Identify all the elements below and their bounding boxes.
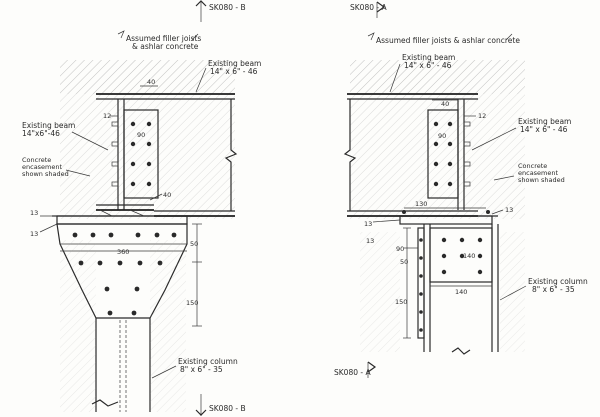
right-dim-50: 50 bbox=[400, 258, 408, 266]
left-beam-left-label-2: 14"x6"-46 bbox=[22, 129, 60, 138]
right-beam-right-label-2: 14" x 6" - 46 bbox=[520, 125, 568, 134]
left-beam-top-label-2: 14" x 6" - 46 bbox=[210, 67, 258, 76]
left-dim-360: 360 bbox=[117, 248, 129, 256]
left-dim-50: 50 bbox=[190, 240, 198, 248]
right-dim-12: 12 bbox=[478, 112, 486, 120]
left-column-label: Existing column 8" x 6" - 35 bbox=[151, 357, 238, 379]
right-dim-150: 150 bbox=[395, 298, 407, 306]
left-filler-note-line2: & ashlar concrete bbox=[132, 42, 199, 51]
right-concrete-label-2: encasement bbox=[518, 169, 559, 177]
right-dim-140-h: 140 bbox=[455, 288, 467, 296]
right-section-label-top: SK080 - A bbox=[350, 3, 387, 12]
right-column-label-2: 8" x 6" - 35 bbox=[532, 285, 575, 294]
left-section-marker-bottom: SK080 - B bbox=[195, 394, 246, 416]
right-concrete-label: Concrete encasement shown shaded bbox=[493, 162, 565, 184]
left-column-label-2: 8" x 6" - 35 bbox=[180, 365, 223, 374]
left-column-hatch-right bbox=[150, 240, 186, 412]
right-dim-140-v: 140 bbox=[463, 252, 475, 260]
right-section-label-bottom: SK080 - A bbox=[334, 368, 371, 377]
left-filler-note-line1: Assumed filler joists bbox=[126, 34, 201, 43]
left-dim-13b: 13 bbox=[30, 230, 38, 238]
left-beam-left-label: Existing beam 14"x6"-46 bbox=[22, 121, 109, 151]
left-section-view: SK080 - B Assumed filler joists & ashlar… bbox=[22, 0, 261, 416]
right-section-view: SK080 - A Assumed filler joists & ashlar… bbox=[334, 1, 588, 378]
left-section-label-top: SK080 - B bbox=[209, 3, 246, 12]
left-dim-40-top: 40 bbox=[147, 78, 155, 86]
right-column-hatch-right bbox=[500, 232, 525, 352]
right-beam-right-label-1: Existing beam bbox=[518, 117, 571, 126]
right-cleat-plate bbox=[427, 109, 471, 199]
right-section-marker-top: SK080 - A bbox=[350, 1, 387, 18]
left-concrete-label-1: Concrete bbox=[22, 156, 51, 164]
left-column-hatch-left bbox=[60, 240, 96, 412]
left-section-marker-top: SK080 - B bbox=[195, 0, 246, 22]
right-main-beam-elevation bbox=[343, 93, 420, 217]
right-dim-90-side: 90 bbox=[396, 245, 404, 253]
left-dim-13a: 13 bbox=[30, 209, 38, 217]
left-concrete-label: Concrete encasement shown shaded bbox=[22, 156, 91, 178]
left-slab-hatch bbox=[60, 60, 235, 94]
right-beam-top-label-1: Existing beam bbox=[402, 53, 455, 62]
left-concrete-label-3: shown shaded bbox=[22, 170, 69, 178]
right-filler-note: Assumed filler joists & ashlar concrete bbox=[367, 32, 520, 45]
left-concrete-label-2: encasement bbox=[22, 163, 63, 171]
right-concrete-label-3: shown shaded bbox=[518, 176, 565, 184]
left-beam-top-label: Existing beam 14" x 6" - 46 bbox=[195, 59, 261, 93]
left-vertical-dims bbox=[192, 223, 202, 327]
left-encasement-hatch bbox=[60, 94, 235, 219]
right-encasement-hatch bbox=[350, 94, 525, 219]
left-filler-note: Assumed filler joists & ashlar concrete bbox=[117, 30, 201, 51]
right-column-hatch-left bbox=[360, 232, 400, 352]
right-dim-13-right: 13 bbox=[505, 206, 513, 214]
left-section-label-bottom: SK080 - B bbox=[209, 404, 246, 413]
left-beam-left-label-1: Existing beam bbox=[22, 121, 75, 130]
left-beam-section bbox=[96, 93, 154, 211]
left-dim-40-low: 40 bbox=[163, 191, 171, 199]
left-dim-12: 12 bbox=[103, 112, 111, 120]
left-beam-top-label-1: Existing beam bbox=[208, 59, 261, 68]
right-dim-90: 90 bbox=[438, 132, 446, 140]
right-beam-top-label-2: 14" x 6" - 46 bbox=[404, 61, 452, 70]
right-concrete-label-1: Concrete bbox=[518, 162, 547, 170]
right-slab-hatch bbox=[350, 60, 525, 94]
right-column-label-1: Existing column bbox=[528, 277, 588, 286]
left-column-label-1: Existing column bbox=[178, 357, 238, 366]
right-dim-130: 130 bbox=[415, 200, 427, 208]
left-cleat-plate bbox=[111, 109, 159, 199]
right-column-label: Existing column 8" x 6" - 35 bbox=[499, 277, 588, 301]
right-dim-40: 40 bbox=[441, 100, 449, 108]
left-dim-150: 150 bbox=[186, 299, 198, 307]
right-filler-note-text: Assumed filler joists & ashlar concrete bbox=[376, 36, 520, 45]
left-column-shaft bbox=[91, 318, 151, 412]
right-section-marker-bottom: SK080 - A bbox=[334, 361, 377, 378]
right-dim-13-left: 13 bbox=[364, 220, 372, 228]
right-beam-top-label: Existing beam 14" x 6" - 46 bbox=[389, 53, 455, 93]
right-vertical-dims bbox=[403, 227, 411, 339]
left-dim-90: 90 bbox=[137, 131, 145, 139]
right-column bbox=[417, 224, 499, 355]
right-beam-right-label: Existing beam 14" x 6" - 46 bbox=[471, 117, 571, 151]
